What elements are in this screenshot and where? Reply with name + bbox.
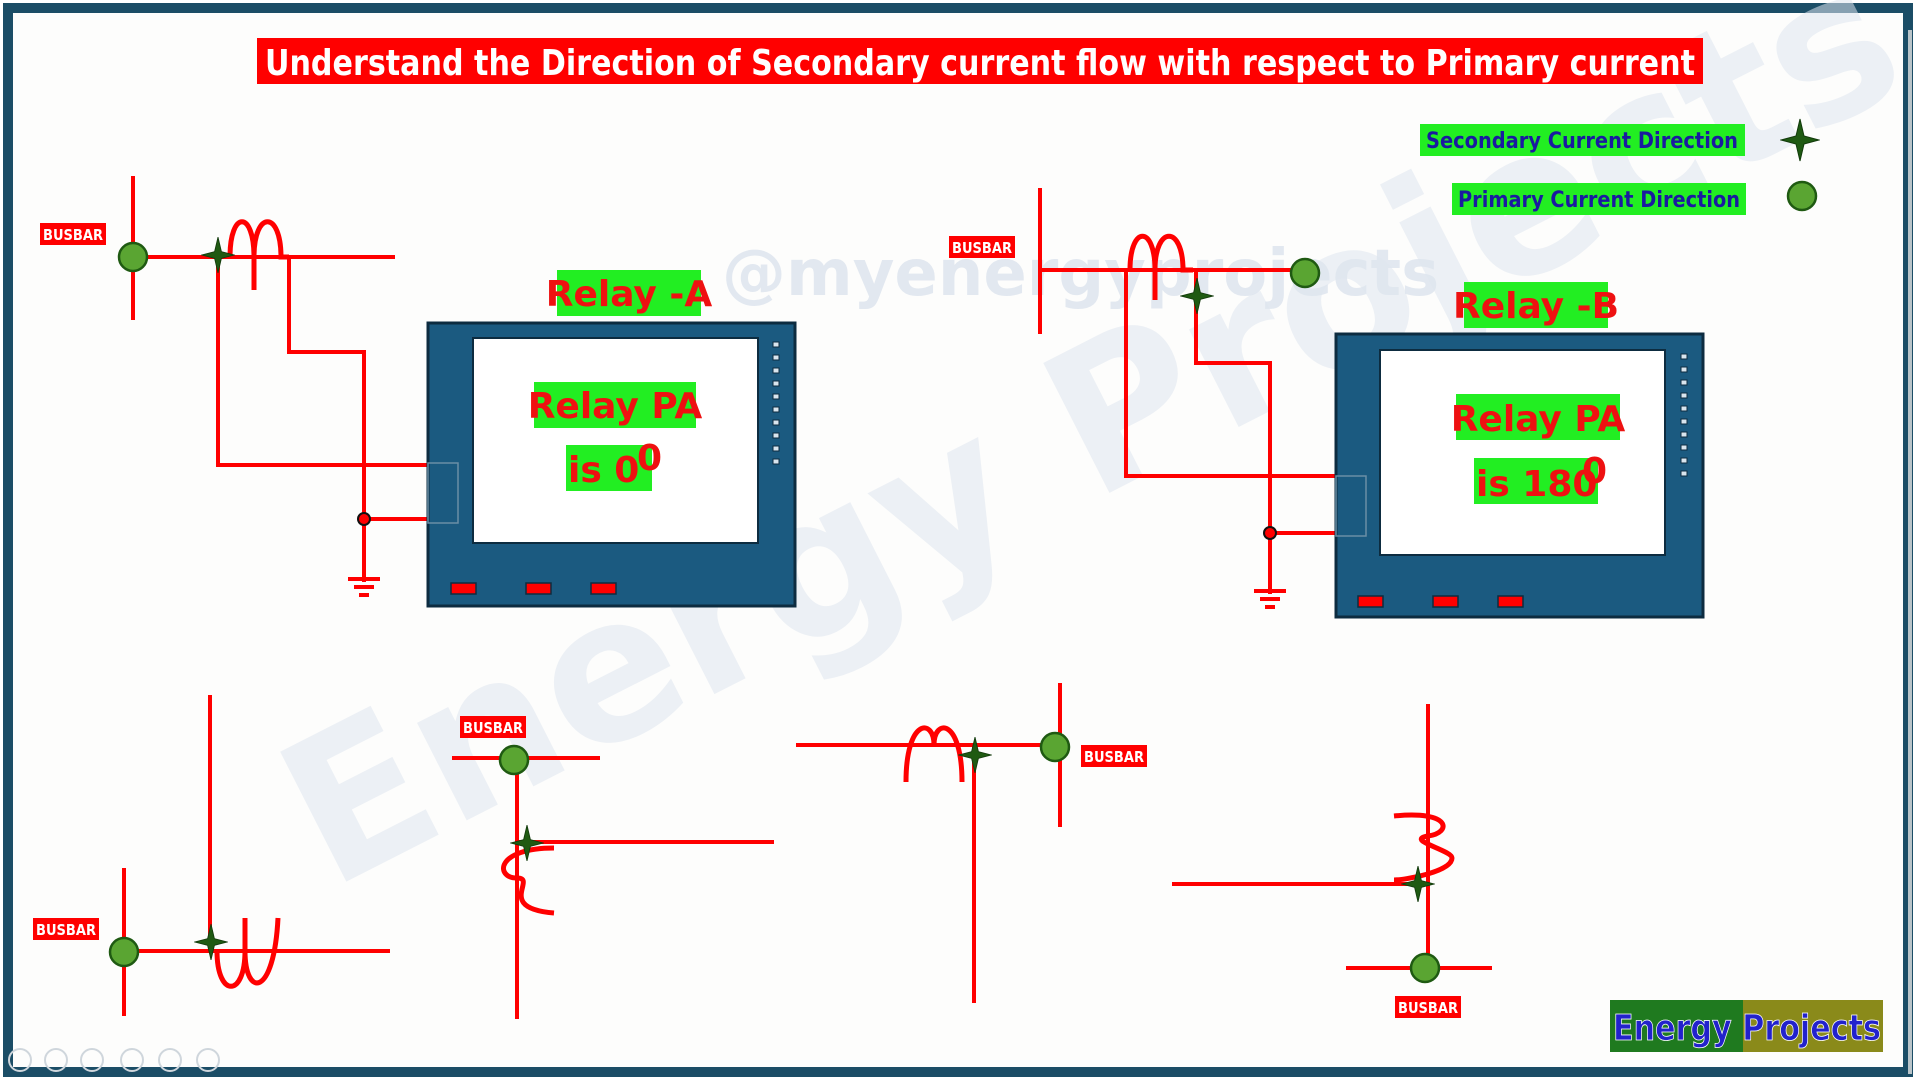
relay-a-name: Relay -A <box>546 274 713 315</box>
title-background <box>257 38 1703 84</box>
busbar-label-a: BUSBAR <box>43 226 103 244</box>
circuit-relay-b <box>1038 188 1336 609</box>
primary-dot-icon <box>1289 257 1321 289</box>
circuit-relay-a <box>117 176 428 597</box>
busbar-label-f: BUSBAR <box>1398 999 1458 1017</box>
busbar-label-d: BUSBAR <box>463 719 523 737</box>
legend-secondary-bg <box>1420 124 1745 156</box>
busbar-tag-a <box>40 223 106 245</box>
relay-b-name: Relay -B <box>1453 286 1619 327</box>
relay-a-device <box>426 321 797 608</box>
relay-b-line1: Relay PA <box>1451 399 1626 440</box>
ct-example-4 <box>1172 704 1492 984</box>
busbar-tag-c <box>33 918 99 940</box>
primary-dot-icon <box>108 936 140 968</box>
legend-primary-dot-icon <box>1786 180 1818 212</box>
primary-dot-icon <box>498 744 530 776</box>
relay-a-name-bg <box>557 270 701 316</box>
primary-dot-icon <box>1409 952 1441 984</box>
busbar-tag-d <box>460 716 526 738</box>
busbar-label-b: BUSBAR <box>952 239 1012 257</box>
page-title: Understand the Direction of Secondary cu… <box>265 43 1695 84</box>
more-options-icon[interactable] <box>196 1048 220 1072</box>
ct-example-1 <box>108 695 390 1016</box>
relay-b-angle: is 180 <box>1476 464 1597 505</box>
legend-secondary-label: Secondary Current Direction <box>1426 129 1738 154</box>
relay-b-pa-bg <box>1456 394 1620 440</box>
prev-slide-icon[interactable] <box>8 1048 32 1072</box>
ct-example-2 <box>452 744 774 1019</box>
next-slide-icon[interactable] <box>44 1048 68 1072</box>
logo-text: Energy Projects <box>1613 1008 1881 1049</box>
logo-bg-left <box>1610 1000 1743 1052</box>
relay-a-angle: is 0 <box>568 450 639 491</box>
relay-b-angle-bg <box>1474 458 1598 504</box>
relay-a-degree: 0 <box>637 438 662 479</box>
busbar-tag-f <box>1395 996 1461 1018</box>
zoom-icon[interactable] <box>158 1048 182 1072</box>
relay-a-angle-bg <box>566 445 652 491</box>
busbar-tag-e <box>1081 745 1147 767</box>
busbar-label-e: BUSBAR <box>1084 748 1144 766</box>
relay-a-line1: Relay PA <box>528 386 703 427</box>
slideshow-controls[interactable] <box>8 1048 220 1072</box>
relay-a-pa-bg <box>534 382 696 428</box>
legend-primary-label: Primary Current Direction <box>1458 188 1740 213</box>
slides-grid-icon[interactable] <box>120 1048 144 1072</box>
ct-example-3 <box>796 683 1071 1003</box>
pen-icon[interactable] <box>80 1048 104 1072</box>
primary-dot-icon <box>1039 731 1071 763</box>
busbar-tag-b <box>949 236 1015 258</box>
primary-dot-icon <box>117 241 149 273</box>
legend-primary-bg <box>1452 183 1746 215</box>
busbar-label-c: BUSBAR <box>36 921 96 939</box>
relay-b-degree: 0 <box>1582 451 1607 492</box>
relay-b-name-bg <box>1464 282 1608 328</box>
logo-bg-right <box>1743 1000 1883 1052</box>
